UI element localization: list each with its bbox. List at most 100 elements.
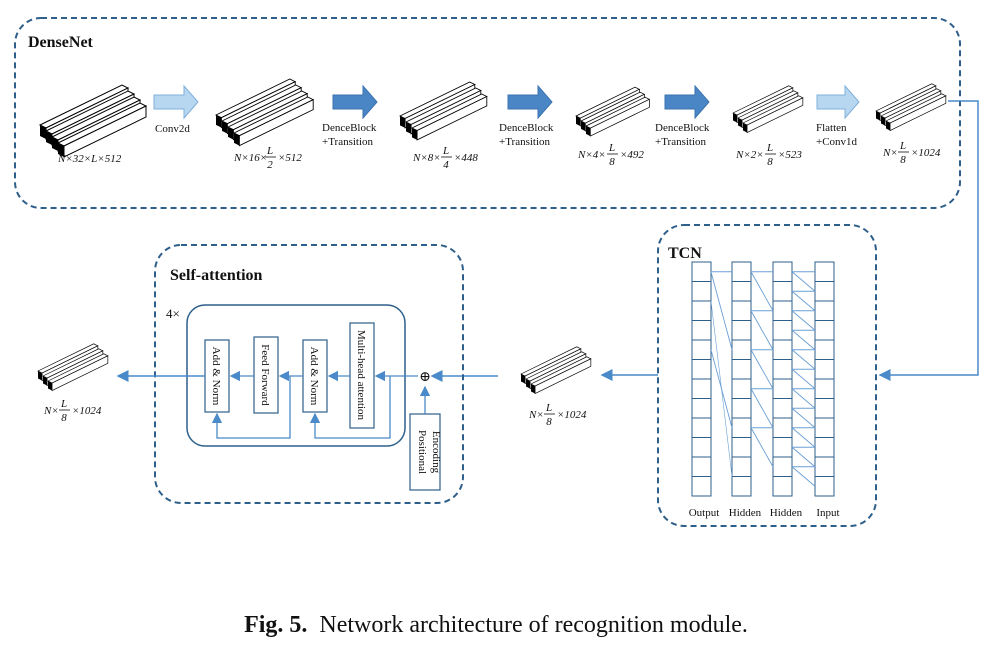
- tcn-cell: [731, 281, 752, 302]
- tcn-cell: [814, 456, 835, 477]
- tcn-cell: [772, 417, 793, 438]
- svg-text:N×: N×: [882, 147, 898, 159]
- svg-text:8: 8: [900, 154, 906, 166]
- tcn-cell: [814, 476, 835, 497]
- tcn-cell: [772, 456, 793, 477]
- tcn-cell: [691, 456, 712, 477]
- tcn-cell: [814, 281, 835, 302]
- tcn-cell: [691, 476, 712, 497]
- svg-text:8: 8: [609, 156, 615, 168]
- tcn-connection: [791, 349, 816, 370]
- self-attention-title: Self-attention: [170, 267, 263, 284]
- tcn-cell: [772, 378, 793, 399]
- feature-map-3: [399, 81, 488, 141]
- densenet-to-tcn-connector: [878, 100, 979, 381]
- svg-text:8: 8: [61, 412, 67, 424]
- tcn-connection: [750, 310, 774, 350]
- svg-text:N×: N×: [528, 409, 544, 421]
- feature-map-2: [215, 78, 314, 147]
- tcn-cell: [691, 398, 712, 419]
- svg-text:N×8×: N×8×: [412, 152, 441, 164]
- svg-text:2: 2: [267, 159, 273, 171]
- tcn-cell: [772, 398, 793, 419]
- stage-3-dim: N×8× L 4 ×448: [412, 145, 478, 171]
- stage-1-dim: N×32×L×512: [57, 153, 122, 165]
- add-norm-2-box: [204, 339, 230, 413]
- svg-text:8: 8: [546, 416, 552, 428]
- op-arrow-2: [332, 84, 378, 120]
- tcn-connection: [791, 310, 816, 331]
- positional-encoding-label: Positional: [416, 430, 428, 474]
- tcn-grid: [691, 261, 835, 497]
- feature-map-1: [39, 84, 147, 158]
- svg-text:L: L: [442, 145, 449, 157]
- tcn-connection: [791, 407, 816, 429]
- multi-head-attention-box: [349, 322, 375, 429]
- op-3-label-1: DenceBlock: [499, 122, 554, 134]
- tcn-col-hidden-2: Hidden: [770, 507, 803, 519]
- svg-text:4: 4: [443, 159, 449, 171]
- positional-word: Positional: [416, 430, 428, 474]
- tcn-cell: [814, 398, 835, 419]
- op-4-label-1: DenceBlock: [655, 122, 710, 134]
- stage-6-dim: N× L 8 ×1024: [882, 140, 941, 166]
- tcn-connection: [791, 290, 816, 312]
- tcn-cell: [814, 378, 835, 399]
- tcn-connection: [710, 271, 733, 350]
- svg-text:L: L: [766, 142, 773, 154]
- stage-5-dim: N×2× L 8 ×523: [735, 142, 802, 168]
- tcn-cell: [731, 339, 752, 360]
- tcn-title: TCN: [668, 245, 702, 262]
- tcn-cell: [691, 300, 712, 321]
- svg-text:×523: ×523: [778, 149, 802, 161]
- svg-text:L: L: [60, 398, 67, 410]
- svg-text:×512: ×512: [278, 152, 302, 164]
- op-2-label-2: +Transition: [322, 136, 374, 148]
- tcn-connection: [791, 427, 816, 448]
- add-operator-icon: ⊕: [419, 370, 431, 385]
- tcn-cell: [731, 437, 752, 458]
- tcn-cell: [691, 417, 712, 438]
- add-norm-1-label: Add & Norm: [308, 347, 320, 406]
- tcn-connection: [791, 271, 816, 292]
- tcn-cell: [691, 437, 712, 458]
- svg-text:×1024: ×1024: [911, 147, 941, 159]
- op-4-label-2: +Transition: [655, 136, 707, 148]
- tcn-col-input: Input: [816, 507, 839, 519]
- tcn-cell: [731, 398, 752, 419]
- tcn-cell: [814, 339, 835, 360]
- encoding-word: Encoding: [430, 431, 442, 474]
- feature-map-6: [875, 83, 947, 131]
- feed-forward-box: [253, 336, 279, 414]
- tcn-connection: [750, 349, 774, 389]
- tcn-cell: [814, 437, 835, 458]
- tcn-cell: [731, 320, 752, 341]
- tcn-cell: [731, 261, 752, 282]
- tcn-cell: [772, 261, 793, 282]
- tcn-cell: [731, 456, 752, 477]
- tcn-connection: [791, 368, 816, 390]
- residual-2-arrow: [211, 376, 291, 439]
- tcn-cell: [691, 339, 712, 360]
- svg-text:N×2×: N×2×: [735, 149, 764, 161]
- self-attention-container: [154, 244, 464, 504]
- svg-text:L: L: [266, 145, 273, 157]
- feature-map-4: [575, 86, 650, 137]
- tcn-connection: [750, 427, 774, 467]
- tcn-cell: [731, 378, 752, 399]
- tcn-connection: [791, 388, 816, 409]
- tcn-cell: [772, 320, 793, 341]
- feature-map-tcn-out: [520, 346, 592, 394]
- densenet-title: DenseNet: [28, 34, 94, 51]
- tcn-cell: [772, 300, 793, 321]
- tcn-cell: [772, 437, 793, 458]
- feature-map-final: [37, 343, 109, 391]
- tcn-cell: [691, 261, 712, 282]
- op-arrow-3: [507, 84, 553, 120]
- svg-text:N×: N×: [43, 405, 59, 417]
- svg-text:L: L: [608, 142, 615, 154]
- svg-text:N×4×: N×4×: [577, 149, 606, 161]
- final-dim: N× L 8 ×1024: [43, 398, 102, 424]
- repeat-label: 4×: [166, 306, 180, 321]
